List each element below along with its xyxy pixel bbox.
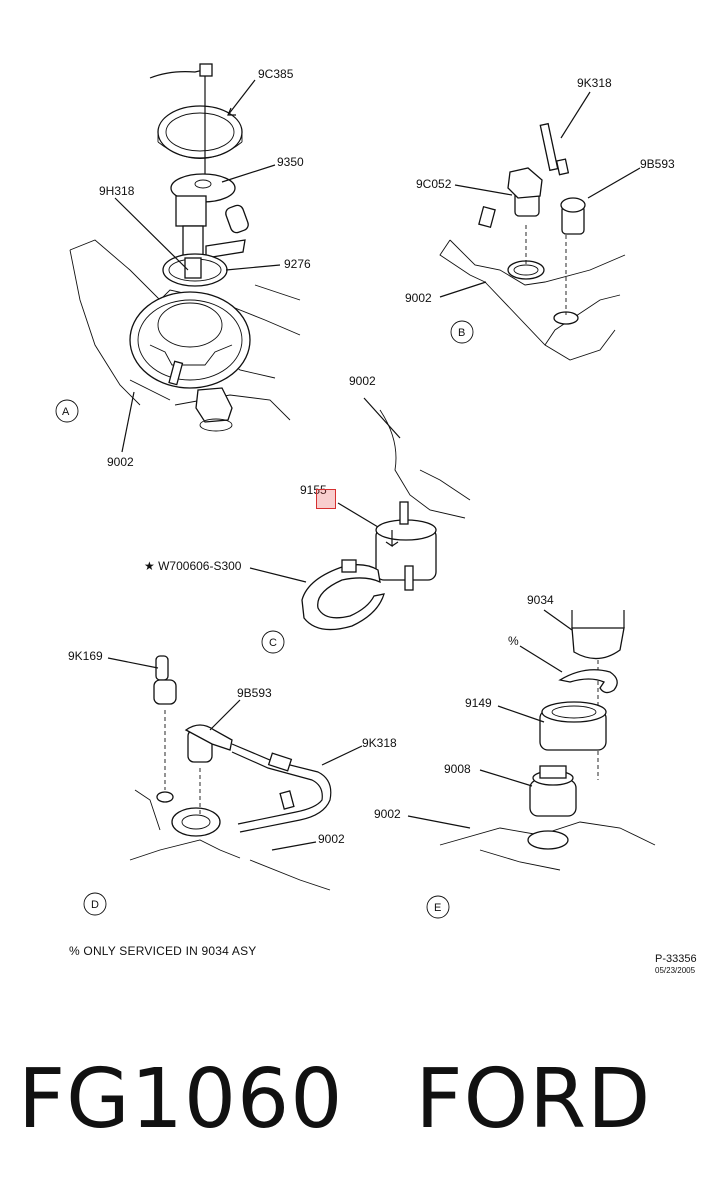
label-9002-b: 9002 <box>405 291 432 305</box>
label-9k318-d: 9K318 <box>362 736 397 750</box>
part-code: FG1060 <box>18 1052 344 1147</box>
footnote: % ONLY SERVICED IN 9034 ASY <box>69 944 257 958</box>
reference-number: P-33356 <box>655 953 697 965</box>
label-9k318-b: 9K318 <box>577 76 612 90</box>
parts-diagram: 9C385 9350 9H318 9276 9002 A 9K318 9B593… <box>55 63 675 919</box>
highlight-marker[interactable] <box>316 489 336 509</box>
view-a-assembly <box>69 63 301 432</box>
reference-date: 05/23/2005 <box>655 966 696 975</box>
view-a-circle <box>55 399 79 423</box>
brand-name: FORD <box>415 1052 652 1147</box>
reference-block: P-33356 05/23/2005 <box>655 953 697 977</box>
view-d-letter: D <box>91 899 99 911</box>
label-9b593-b: 9B593 <box>640 157 675 171</box>
label-9k169: 9K169 <box>68 649 103 663</box>
label-9002-e: 9002 <box>374 807 401 821</box>
label-9149: 9149 <box>465 696 492 710</box>
view-e-circle <box>426 895 450 919</box>
label-9b593-d: 9B593 <box>237 686 272 700</box>
view-a-letter: A <box>62 406 70 418</box>
view-b-circle <box>450 320 474 344</box>
label-9008: 9008 <box>444 762 471 776</box>
label-9h318: 9H318 <box>99 184 135 198</box>
label-9034: 9034 <box>527 593 554 607</box>
view-b-letter: B <box>458 327 465 339</box>
view-b-assembly <box>439 122 626 361</box>
label-w700606: ★ W700606-S300 <box>144 559 242 573</box>
label-9002-d: 9002 <box>318 832 345 846</box>
view-d-assembly <box>129 655 332 891</box>
part-code-title: FG1060 FORD <box>18 1055 651 1145</box>
view-e-letter: E <box>434 902 441 914</box>
label-9002-a: 9002 <box>107 455 134 469</box>
label-9155: 9155 <box>300 483 327 497</box>
label-9c052: 9C052 <box>416 177 452 191</box>
label-9276: 9276 <box>284 257 311 271</box>
label-9c385: 9C385 <box>258 67 294 81</box>
view-c-letter: C <box>269 637 277 649</box>
view-d-circle <box>83 892 107 916</box>
label-9002-c: 9002 <box>349 374 376 388</box>
label-9350: 9350 <box>277 155 304 169</box>
view-c-circle <box>261 630 285 654</box>
view-e-assembly <box>439 610 656 871</box>
view-c-assembly <box>301 409 471 631</box>
label-percent: % <box>508 634 519 648</box>
